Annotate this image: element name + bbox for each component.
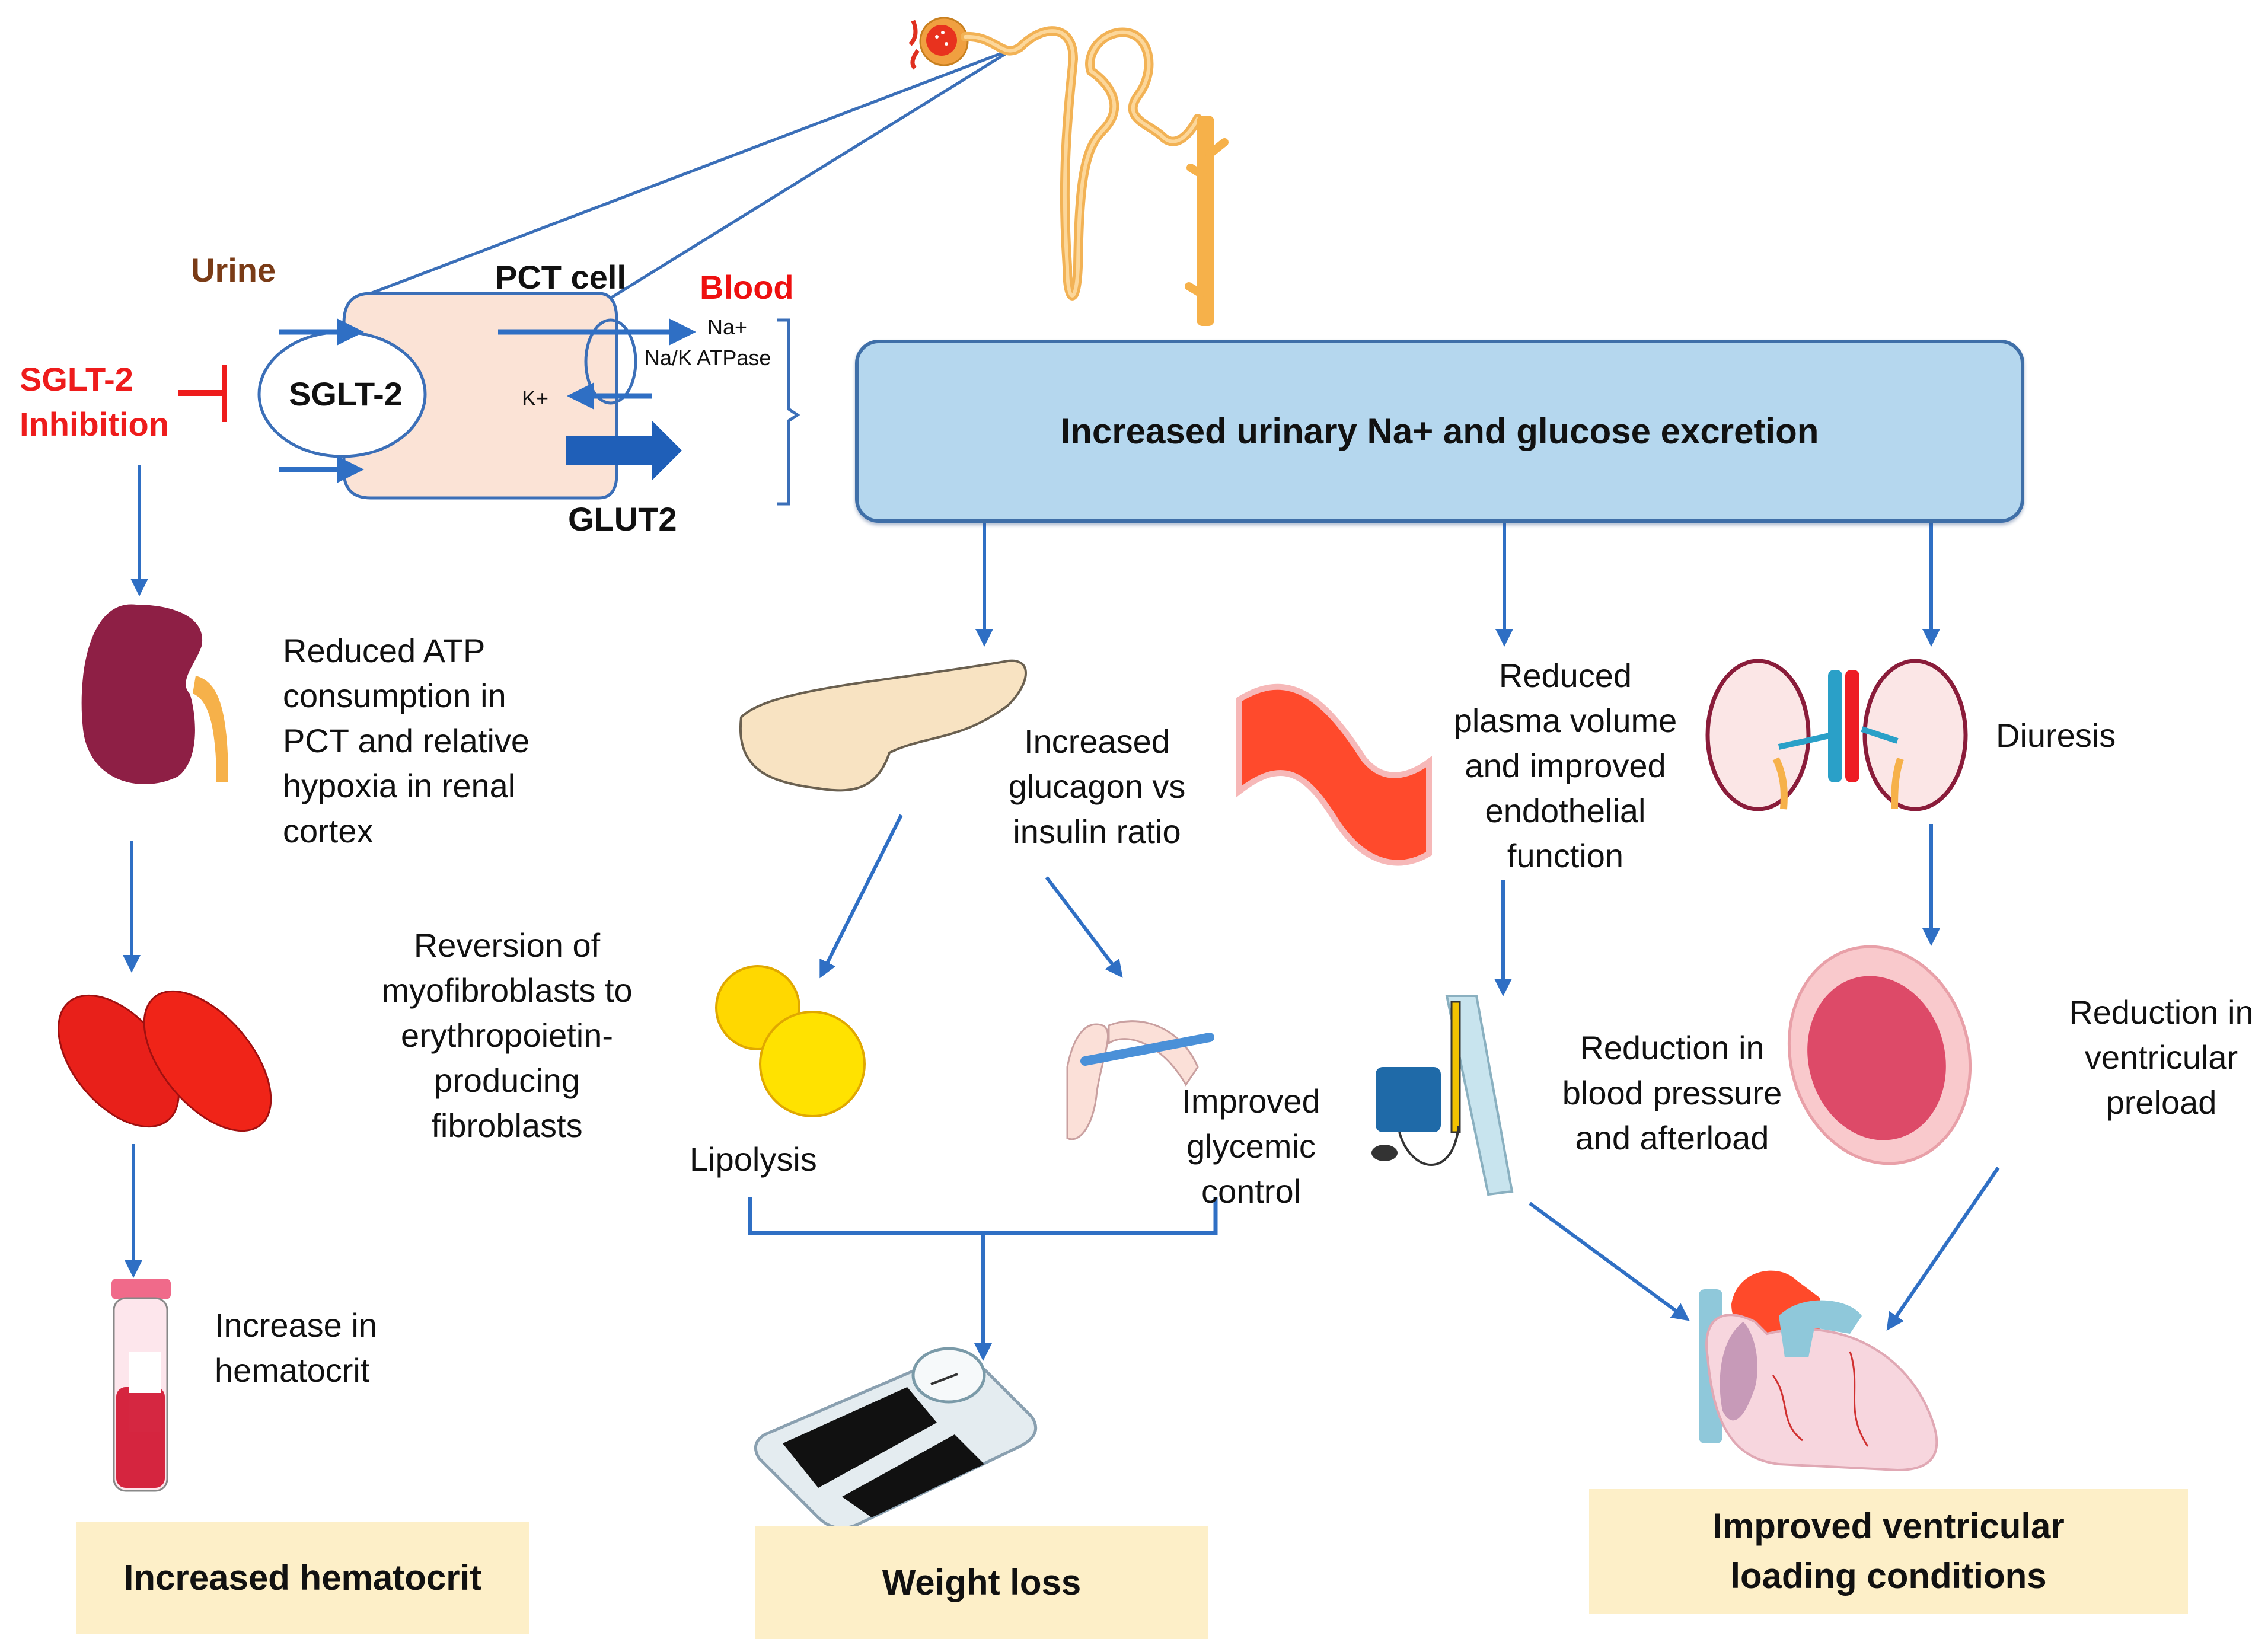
- arrow: [1045, 876, 1123, 978]
- blood-pressure-text: Reduction in blood pressure and afterloa…: [1562, 1029, 1782, 1156]
- outcome-improved-ventricular-loading: Improved ventricular loading conditions: [1589, 1489, 2188, 1614]
- zoom-line: [370, 47, 1015, 295]
- blood-vessel-icon: [1236, 683, 1432, 866]
- ventricular-preload-text: Reduction in ventricular preload: [2069, 993, 2254, 1121]
- collecting-duct-icon: [1185, 116, 1229, 326]
- kidney-icon: [81, 604, 228, 785]
- glucagon-insulin-text: Increased glucagon vs insulin ratio: [1008, 723, 1186, 850]
- pancreas-icon: [739, 659, 1027, 792]
- na-label: Na+: [707, 315, 748, 339]
- bracket: [777, 318, 800, 506]
- red-blood-cells-icon: [58, 990, 272, 1132]
- urine-label: Urine: [191, 251, 276, 289]
- glut2-arrow: [566, 421, 682, 480]
- lipolysis-text: Lipolysis: [690, 1140, 817, 1178]
- plasma-volume-text: Reduced plasma volume and improved endot…: [1453, 657, 1677, 874]
- na-k-atpase-pump: [584, 318, 637, 405]
- arrow: [1886, 1167, 2000, 1331]
- diuresis-text: Diuresis: [1996, 717, 2116, 754]
- heart-icon: [1699, 1270, 1938, 1472]
- fat-cells-icon: [715, 965, 866, 1117]
- glucose-test-icon: [1066, 1020, 1214, 1140]
- glut2-label: GLUT2: [568, 500, 677, 538]
- blood-label: Blood: [700, 269, 794, 306]
- glycemic-control-text: Improved glycemic control: [1182, 1082, 1320, 1210]
- kidney-effect-text: Reduced ATP consumption in PCT and relat…: [283, 632, 530, 849]
- kidneys-icon: [1705, 659, 1968, 811]
- hematocrit-effect-text: Increase in hematocrit: [215, 1306, 377, 1389]
- outcome-weight-loss: Weight loss: [755, 1526, 1208, 1639]
- sglt2-inhibition-label: SGLT-2 Inhibition: [20, 360, 169, 443]
- pct-cell: [257, 292, 696, 500]
- arrow: [819, 814, 903, 979]
- rbc-effect-text: Reversion of myofibroblasts to erythropo…: [381, 926, 633, 1144]
- sglt2-transporter-label: SGLT-2: [289, 375, 403, 413]
- ventricle-icon: [1787, 945, 1972, 1165]
- na-k-atpase-label: Na/K ATPase: [645, 346, 771, 370]
- outcome-increased-hematocrit: Increased hematocrit: [76, 1522, 529, 1634]
- arrow: [1529, 1202, 1690, 1321]
- main-effect-box: Increased urinary Na+ and glucose excret…: [855, 340, 2024, 523]
- blood-tube-icon: [111, 1279, 171, 1492]
- join-bracket: [748, 1197, 1218, 1235]
- scale-icon: [754, 1347, 1038, 1530]
- pct-cell-label: PCT cell: [495, 258, 626, 296]
- nephron-icon: [908, 17, 1202, 301]
- sphygmomanometer-icon: [1371, 995, 1514, 1196]
- k-label: K+: [522, 386, 549, 410]
- zoom-line: [598, 47, 1015, 307]
